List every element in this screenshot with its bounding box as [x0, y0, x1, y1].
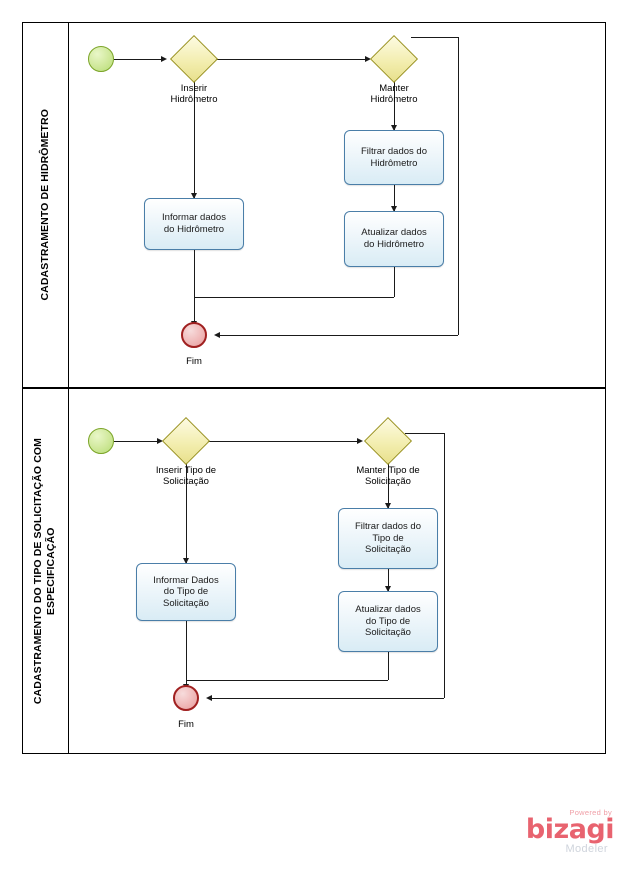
flow2-filter-to-update-arrow [384, 586, 391, 592]
flow2-insert-to-inform [186, 458, 187, 563]
flow-filter-to-update-arrow [390, 206, 397, 212]
flow2-insert-to-maintain-arrow [357, 437, 363, 444]
flow-maintain-to-filter-arrow [390, 125, 397, 131]
flow2-update-to-end-v [388, 652, 389, 680]
flow-filter-to-update [394, 185, 395, 211]
task-filtrar-dados-hidrometro[interactable]: Filtrar dados do Hidrômetro [344, 130, 444, 185]
flow-maintain-bypass-h-top [411, 37, 459, 38]
pool-1-title: CADASTRAMENTO DE HIDRÔMETRO [38, 109, 51, 301]
flow2-insert-to-inform-arrow [182, 558, 189, 564]
end-event-pool-1[interactable] [181, 322, 207, 348]
flow2-inform-to-end [186, 621, 187, 689]
flow2-maintain-bypass-v [444, 433, 445, 698]
flow2-update-to-end-h [186, 680, 388, 681]
task-atualizar-dados-hidrometro[interactable]: Atualizar dados do Hidrômetro [344, 211, 444, 267]
logo-brand-text: bizagi [525, 814, 615, 845]
flow-maintain-bypass-arrow [214, 331, 220, 338]
flow-update-to-end-v [394, 267, 395, 297]
flow-insert-to-maintain [211, 59, 366, 60]
flow-maintain-bypass-h-bottom [219, 335, 458, 336]
task-informar-dados-tipo-solicitacao[interactable]: Informar Dados do Tipo de Solicitação [136, 563, 236, 621]
flow-start-to-insert [114, 59, 162, 60]
start-event-pool-2[interactable] [88, 428, 114, 454]
flow2-maintain-bypass-arrow [206, 694, 212, 701]
gateway-inserir-tipo-solicitacao-label: Inserir Tipo de Solicitação [155, 465, 217, 488]
flow2-start-to-insert-arrow [157, 437, 163, 444]
flow2-insert-to-maintain [203, 441, 358, 442]
logo-powered-by-text: Powered by [569, 808, 612, 817]
flow2-filter-to-update [388, 569, 389, 591]
flow-inform-to-end [194, 250, 195, 326]
flow-insert-to-maintain-arrow [365, 55, 371, 62]
gateway-manter-hidrometro-label: Manter Hidrômetro [370, 83, 418, 106]
flow-insert-to-inform [194, 76, 195, 198]
gateway-manter-tipo-solicitacao-label: Manter Tipo de Solicitação [356, 465, 420, 488]
start-event-pool-1[interactable] [88, 46, 114, 72]
end-event-pool-2[interactable] [173, 685, 199, 711]
task-atualizar-dados-tipo-solicitacao[interactable]: Atualizar dados do Tipo de Solicitação [338, 591, 438, 652]
logo-product-text: Modeler [565, 842, 608, 855]
flow-start-to-insert-arrow [161, 55, 167, 62]
task-filtrar-dados-tipo-solicitacao[interactable]: Filtrar dados do Tipo de Solicitação [338, 508, 438, 569]
pool-cadastramento-tipo-solicitacao: CADASTRAMENTO DO TIPO DE SOLICITAÇÃO COM… [22, 388, 606, 754]
flow2-maintain-bypass-h-top [405, 433, 445, 434]
gateway-inserir-hidrometro-label: Inserir Hidrômetro [170, 83, 218, 106]
end-event-pool-1-label: Fim [186, 356, 202, 367]
task-informar-dados-hidrometro[interactable]: Informar dados do Hidrômetro [144, 198, 244, 250]
pool-cadastramento-hidrometro: CADASTRAMENTO DE HIDRÔMETRO [22, 22, 606, 388]
flow2-start-to-insert [114, 441, 158, 442]
flow2-maintain-to-filter [388, 458, 389, 508]
pool-1-header: CADASTRAMENTO DE HIDRÔMETRO [23, 23, 69, 387]
flow2-maintain-to-filter-arrow [384, 503, 391, 509]
bizagi-logo: Powered by bizagi Modeler [494, 808, 615, 860]
pool-2-header: CADASTRAMENTO DO TIPO DE SOLICITAÇÃO COM… [23, 389, 69, 753]
flow2-maintain-bypass-h-bottom [211, 698, 444, 699]
pool-2-title: CADASTRAMENTO DO TIPO DE SOLICITAÇÃO COM… [32, 437, 58, 705]
flow-maintain-to-filter [394, 76, 395, 130]
flow-insert-to-inform-arrow [190, 193, 197, 199]
flow-maintain-bypass-v [458, 37, 459, 335]
flow-update-to-end-h [194, 297, 394, 298]
end-event-pool-2-label: Fim [178, 719, 194, 730]
